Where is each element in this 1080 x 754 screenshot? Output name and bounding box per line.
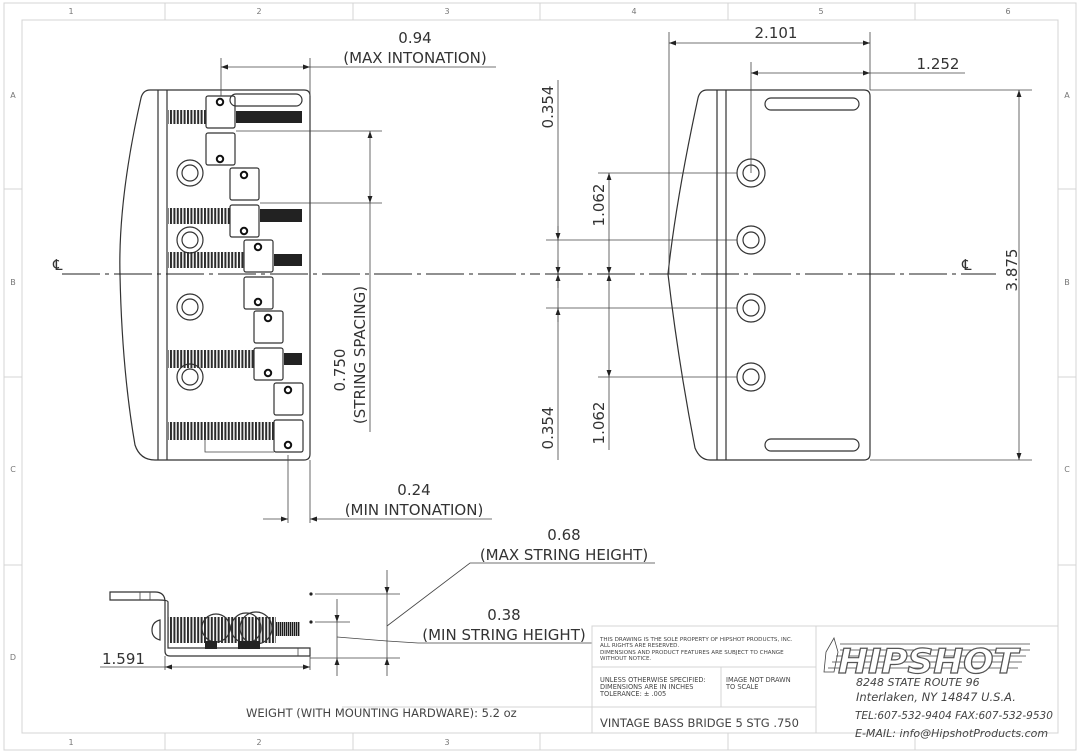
top-view: ℄ 0.94 (MAX INTONATION) 0.750 (STRING SP… xyxy=(52,29,540,523)
units-note-line: UNLESS OTHERWISE SPECIFIED: xyxy=(600,676,706,684)
part-title: VINTAGE BASS BRIDGE 5 STG .750 xyxy=(600,716,799,730)
dim-overall-length: 2.101 xyxy=(755,24,798,42)
zone-row-label: D xyxy=(10,653,16,662)
zone-col-label: 3 xyxy=(444,738,449,747)
mounting-hole xyxy=(176,159,204,187)
dim-max-string-height-label: (MAX STRING HEIGHT) xyxy=(480,546,648,564)
title-block: THIS DRAWING IS THE SOLE PROPERTY OF HIP… xyxy=(342,625,1059,740)
scale-note-line: IMAGE NOT DRAWN xyxy=(726,676,791,684)
logo-text: HIPSHOT xyxy=(838,642,1021,682)
dim-overall-width: 3.875 xyxy=(1003,249,1021,292)
saddle-string-2 xyxy=(168,167,302,238)
zone-col-label: 2 xyxy=(256,7,261,16)
zone-row-label: B xyxy=(1064,278,1070,287)
dim-min-string-height-label: (MIN STRING HEIGHT) xyxy=(422,626,585,644)
dim-max-intonation-value: 0.94 xyxy=(398,29,431,47)
zone-col-label: 4 xyxy=(631,7,636,16)
mounting-slot xyxy=(764,438,860,452)
company-address-line2: Interlaken, NY 14847 U.S.A. xyxy=(856,690,1016,704)
mounting-hole xyxy=(736,362,766,392)
company-email: E-MAIL: info@HipshotProducts.com xyxy=(855,727,1048,740)
dim-outer-bottom: 0.354 xyxy=(539,407,557,450)
zone-col-label: 2 xyxy=(256,738,261,747)
saddle-string-1 xyxy=(168,95,302,166)
sheet-frame xyxy=(3,2,1077,751)
units-note-line: DIMENSIONS ARE IN INCHES xyxy=(600,683,693,691)
zone-col-label: 1 xyxy=(68,7,73,16)
dim-hole-offset: 1.252 xyxy=(917,55,960,73)
zone-col-label: 3 xyxy=(444,7,449,16)
saddle-string-3 xyxy=(168,239,302,310)
dim-outer-top: 0.354 xyxy=(539,86,557,129)
base-view: ℄ 2.101 1.252 3.875 0.354 0.354 1.0 xyxy=(539,24,1032,461)
dim-side-length: 1.591 xyxy=(102,650,145,668)
zone-row-label: B xyxy=(10,278,16,287)
company-address-line1: 8248 STATE ROUTE 96 xyxy=(856,676,980,689)
weight-note: WEIGHT (WITH MOUNTING HARDWARE): 5.2 oz xyxy=(246,706,517,720)
dim-hole-spacing-bottom: 1.062 xyxy=(590,402,608,445)
company-phone-fax: TEL:607-532-9404 FAX:607-532-9530 xyxy=(855,710,1053,722)
dim-max-intonation-label: (MAX INTONATION) xyxy=(343,49,487,67)
saddle-string-5 xyxy=(168,382,304,453)
dim-max-string-height-value: 0.68 xyxy=(547,526,580,544)
units-note-line: TOLERANCE: ± .005 xyxy=(599,690,666,698)
property-notice-line: THIS DRAWING IS THE SOLE PROPERTY OF HIP… xyxy=(599,637,793,643)
dim-hole-spacing-top: 1.062 xyxy=(590,184,608,227)
scale-note-line: TO SCALE xyxy=(725,683,758,691)
saddle-string-4 xyxy=(168,310,302,381)
dim-string-spacing-value: 0.750 xyxy=(331,349,349,392)
side-view: 1.591 0.68 (MAX STRING HEIGHT) 0.38 (MIN… xyxy=(100,526,655,676)
dim-string-spacing-label: (STRING SPACING) xyxy=(351,286,369,424)
zone-row-label: A xyxy=(1064,91,1070,100)
mounting-slot xyxy=(764,97,860,111)
property-notice-line: ALL RIGHTS ARE RESERVED. xyxy=(600,643,679,649)
dim-min-intonation-value: 0.24 xyxy=(397,481,430,499)
zone-col-label: 6 xyxy=(1005,7,1010,16)
mounting-hole xyxy=(176,226,204,254)
zone-col-label: 1 xyxy=(68,738,73,747)
mounting-hole xyxy=(736,225,766,255)
property-notice-line: DIMENSIONS AND PRODUCT FEATURES ARE SUBJ… xyxy=(600,650,784,656)
dim-min-intonation-label: (MIN INTONATION) xyxy=(345,501,484,519)
property-notice-line: WITHOUT NOTICE. xyxy=(600,656,652,662)
zone-row-label: C xyxy=(10,465,16,474)
hipshot-logo: HIPSHOT xyxy=(823,636,1030,683)
mounting-hole xyxy=(736,293,766,323)
zone-row-label: C xyxy=(1064,465,1070,474)
zone-col-label: 5 xyxy=(818,7,823,16)
centerline-symbol: ℄ xyxy=(52,256,63,274)
zone-row-label: A xyxy=(10,91,16,100)
zone-labels: 1 2 3 4 5 6 1 2 3 A B C D A B C xyxy=(10,7,1070,747)
centerline-symbol: ℄ xyxy=(961,256,972,274)
dim-min-string-height-value: 0.38 xyxy=(487,606,520,624)
mounting-hole xyxy=(176,293,204,321)
